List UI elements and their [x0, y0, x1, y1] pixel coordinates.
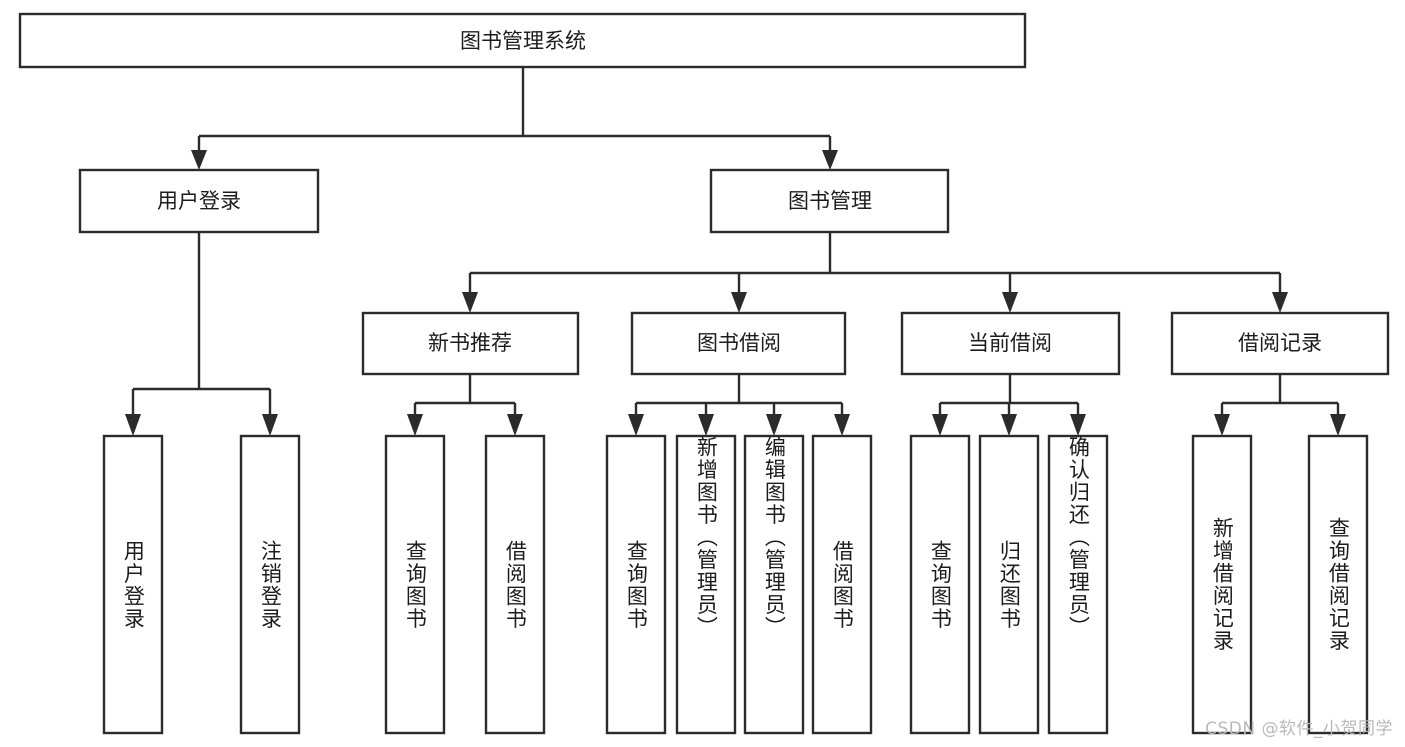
node-leaf-add-book-box[interactable]	[675, 434, 737, 735]
node-leaf-edit-book-box[interactable]	[743, 434, 805, 735]
node-book-borrow-box[interactable]	[630, 311, 847, 376]
node-leaf-logout-box[interactable]	[239, 434, 301, 735]
node-leaf-borrow-book-2-box[interactable]	[811, 434, 873, 735]
node-borrow-record-label: 借阅记录	[1238, 331, 1322, 355]
connector-group	[125, 67, 1346, 436]
arrow-bookborrow-leaf2	[698, 414, 714, 436]
node-leaf-user-login-box[interactable]	[102, 434, 164, 735]
arrow-to-newbook	[462, 292, 478, 313]
node-user-login-label: 用户登录	[157, 189, 241, 213]
arrow-currentborrow-leaf3	[1070, 414, 1086, 436]
arrow-bookborrow-leaf1	[628, 414, 644, 436]
node-book-borrow-label: 图书借阅	[697, 331, 781, 355]
node-new-book-box[interactable]	[361, 311, 580, 376]
arrow-to-bookborrow	[731, 292, 747, 313]
node-leaf-query-book-1-box[interactable]	[384, 434, 446, 735]
arrow-userlogin-leaf2	[262, 414, 278, 436]
node-new-book-label: 新书推荐	[428, 331, 512, 355]
node-user-login-box[interactable]	[78, 168, 320, 234]
node-leaf-add-record-box[interactable]	[1191, 434, 1253, 735]
node-leaf-query-book-2-box[interactable]	[605, 434, 667, 735]
arrow-userlogin-leaf1	[125, 414, 141, 436]
arrow-to-borrowrecord	[1272, 292, 1288, 313]
arrow-bookborrow-leaf3	[766, 414, 782, 436]
arrow-currentborrow-leaf1	[932, 414, 948, 436]
node-leaf-confirm-return-box[interactable]	[1047, 434, 1109, 735]
arrow-to-user-login	[191, 150, 207, 170]
arrow-currentborrow-leaf2	[1001, 414, 1017, 436]
node-root-box[interactable]	[18, 12, 1027, 69]
arrow-borrowrecord-leaf2	[1330, 414, 1346, 436]
csdn-watermark: CSDN @软件_小贺同学	[1205, 719, 1393, 739]
node-borrow-record-box[interactable]	[1170, 311, 1390, 376]
arrow-bookborrow-leaf4	[834, 414, 850, 436]
node-box-group: 图书管理系统 用户登录 图书管理 新书推荐 图书借阅 当前借阅 借阅记录	[18, 12, 1390, 735]
node-current-borrow-label: 当前借阅	[968, 331, 1052, 355]
node-book-manage-label: 图书管理	[788, 189, 872, 213]
arrow-newbook-leaf2	[507, 414, 523, 436]
node-leaf-borrow-book-1-box[interactable]	[484, 434, 546, 735]
arrow-to-currentborrow	[1002, 292, 1018, 313]
arrow-newbook-leaf1	[407, 414, 423, 436]
arrow-to-book-manage	[822, 150, 838, 170]
node-leaf-return-book-box[interactable]	[978, 434, 1040, 735]
node-leaf-query-record-box[interactable]	[1307, 434, 1369, 735]
node-book-manage-box[interactable]	[709, 168, 950, 234]
arrow-borrowrecord-leaf1	[1214, 414, 1230, 436]
node-root-label: 图书管理系统	[460, 29, 586, 53]
node-leaf-query-book-3-box[interactable]	[909, 434, 971, 735]
node-current-borrow-box[interactable]	[900, 311, 1121, 376]
